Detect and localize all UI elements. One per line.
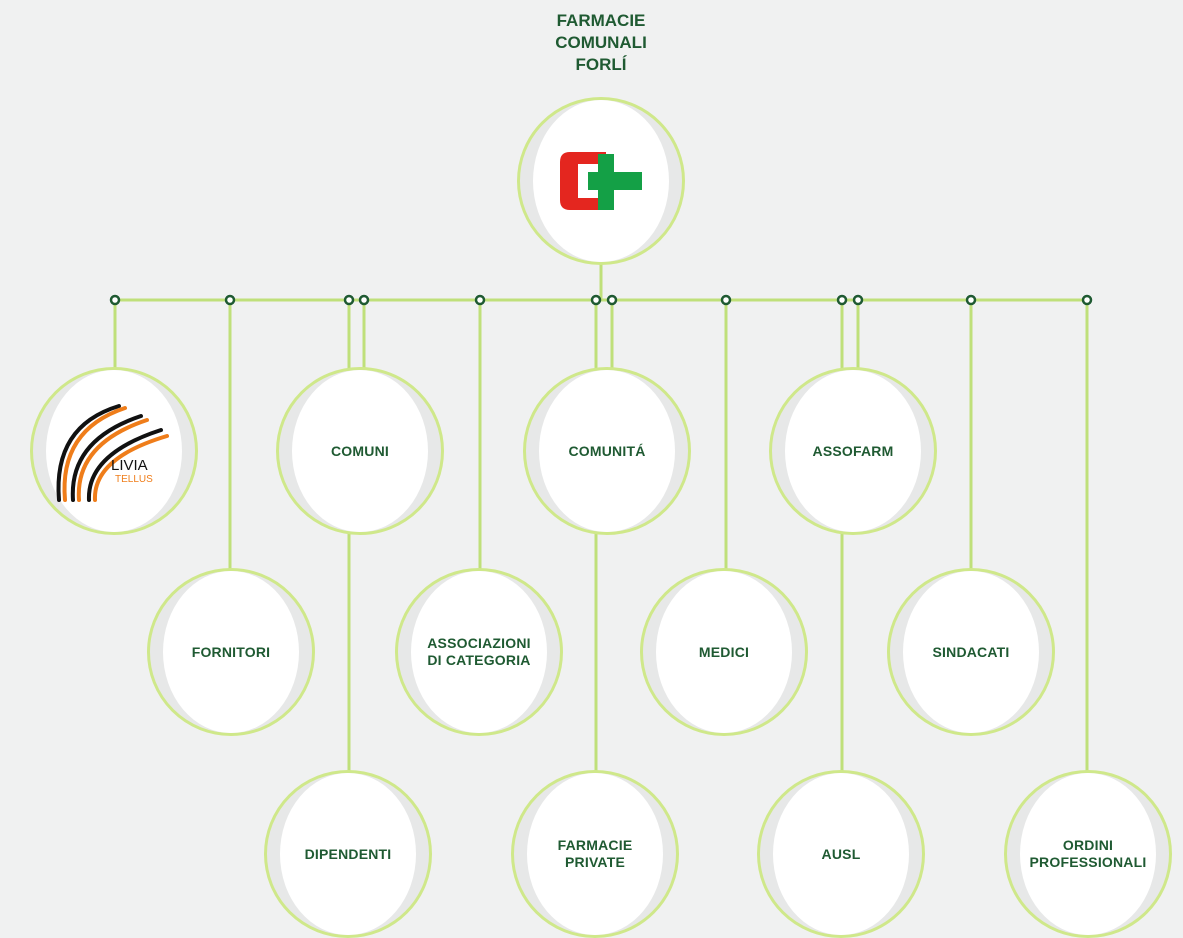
node-dipendenti: DIPENDENTI xyxy=(264,770,432,938)
node-label: ORDINI PROFESSIONALI xyxy=(1029,837,1147,870)
livia-text: LIVIA xyxy=(111,457,148,474)
node-inner: ASSOFARM xyxy=(785,370,921,532)
node-ausl: AUSL xyxy=(757,770,925,938)
node-label: COMUNITÁ xyxy=(568,442,646,459)
node-label: DIPENDENTI xyxy=(304,845,392,862)
junction-dot xyxy=(1081,294,1093,306)
node-inner: COMUNITÁ xyxy=(539,370,675,532)
node-ordini-professionali: ORDINI PROFESSIONALI xyxy=(1004,770,1172,938)
tellus-text: TELLUS xyxy=(115,474,153,485)
junction-dot xyxy=(965,294,977,306)
node-inner: SINDACATI xyxy=(903,571,1039,733)
node-farmacie-private: FARMACIE PRIVATE xyxy=(511,770,679,938)
node-label: FORNITORI xyxy=(191,643,271,660)
diagram-title: FARMACIE COMUNALI FORLÍ xyxy=(555,11,647,74)
node-inner: AUSL xyxy=(773,773,909,935)
node-label: SINDACATI xyxy=(932,643,1010,660)
junction-dot xyxy=(343,294,355,306)
node-inner: COMUNI xyxy=(292,370,428,532)
node-inner: LIVIA TELLUS xyxy=(46,370,182,532)
node-inner: DIPENDENTI xyxy=(280,773,416,935)
junction-dot xyxy=(358,294,370,306)
node-label: MEDICI xyxy=(698,643,750,660)
node-inner: FORNITORI xyxy=(163,571,299,733)
node-inner: ORDINI PROFESSIONALI xyxy=(1020,773,1156,935)
junction-dot xyxy=(606,294,618,306)
node-label: FARMACIE PRIVATE xyxy=(557,837,633,870)
node-label: AUSL xyxy=(821,845,861,862)
livia-tellus-logo-icon: LIVIA TELLUS xyxy=(56,404,169,502)
junction-dot xyxy=(852,294,864,306)
node-label: COMUNI xyxy=(331,442,389,459)
node-inner: MEDICI xyxy=(656,571,792,733)
junction-dot xyxy=(720,294,732,306)
node-livia-tellus: LIVIA TELLUS xyxy=(30,367,198,535)
node-medici: MEDICI xyxy=(640,568,808,736)
node-assofarm: ASSOFARM xyxy=(769,367,937,535)
junction-dot xyxy=(590,294,602,306)
junction-dot xyxy=(474,294,486,306)
node-inner: FARMACIE PRIVATE xyxy=(527,773,663,935)
junction-dot xyxy=(224,294,236,306)
node-comuni: COMUNI xyxy=(276,367,444,535)
node-sindacati: SINDACATI xyxy=(887,568,1055,736)
junction-dot xyxy=(836,294,848,306)
node-label: ASSOFARM xyxy=(812,442,894,459)
farmacie-cross-logo-icon xyxy=(560,152,642,210)
node-comunita: COMUNITÁ xyxy=(523,367,691,535)
node-fornitori: FORNITORI xyxy=(147,568,315,736)
junction-dot xyxy=(109,294,121,306)
root-node-inner xyxy=(533,100,669,262)
node-label: ASSOCIAZIONI DI CATEGORIA xyxy=(427,635,531,668)
node-inner: ASSOCIAZIONI DI CATEGORIA xyxy=(411,571,547,733)
node-associazioni: ASSOCIAZIONI DI CATEGORIA xyxy=(395,568,563,736)
root-node xyxy=(517,97,685,265)
